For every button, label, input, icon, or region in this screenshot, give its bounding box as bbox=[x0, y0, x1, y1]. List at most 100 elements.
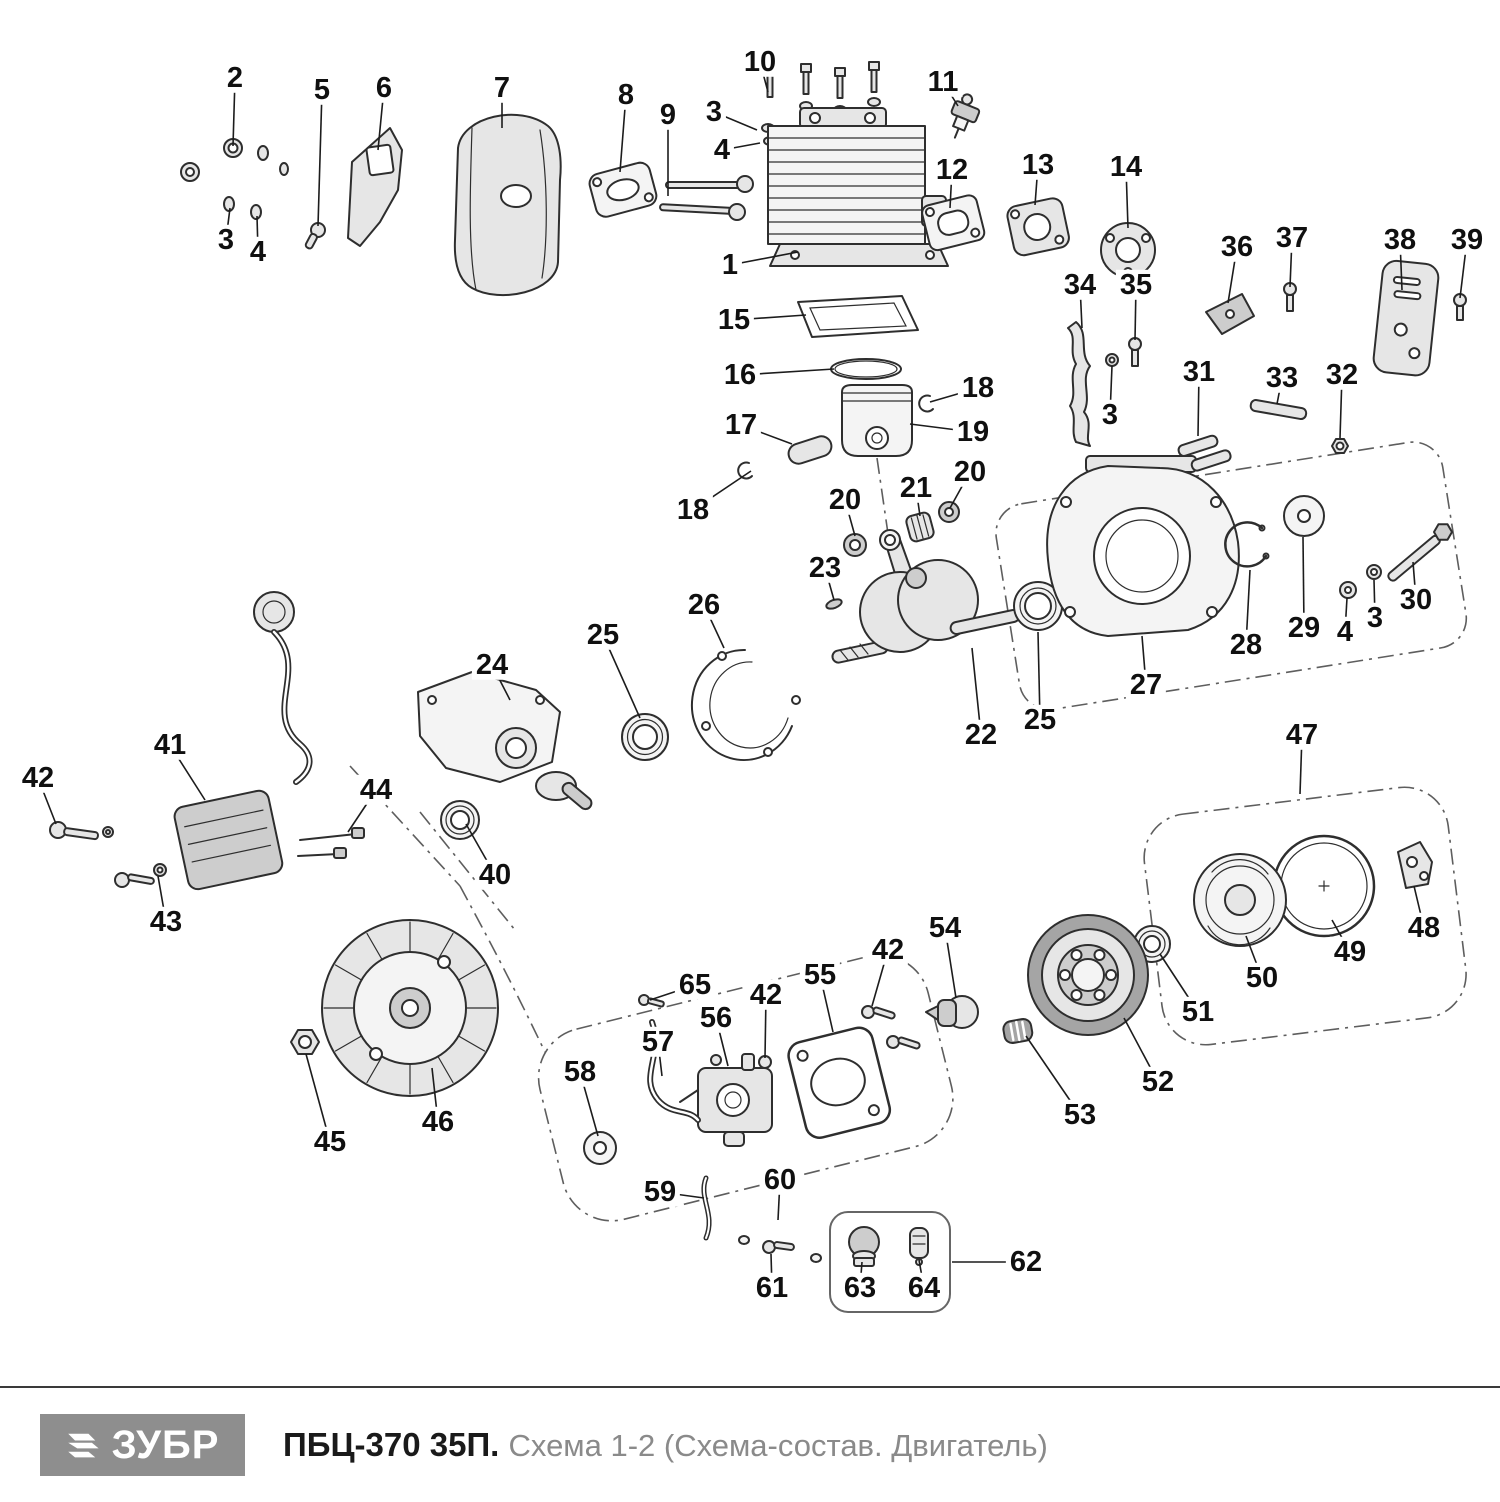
leader-line bbox=[1459, 239, 1468, 299]
leader-line bbox=[859, 1261, 863, 1289]
leader-line bbox=[949, 471, 971, 509]
leader-line bbox=[764, 994, 767, 1059]
muffler-screws bbox=[659, 175, 754, 221]
leader-line bbox=[1123, 1017, 1159, 1083]
baffle-plate bbox=[1067, 321, 1091, 447]
flywheel bbox=[321, 919, 499, 1097]
carb-gasket-55 bbox=[787, 1026, 892, 1139]
crankshaft bbox=[825, 529, 1021, 664]
muffler-gasket bbox=[921, 194, 986, 252]
leader-line bbox=[1412, 561, 1417, 601]
footer: ЗУБР ПБЦ-370 35П. Схема 1-2 (Схема-соста… bbox=[0, 1386, 1500, 1502]
leader-line bbox=[871, 949, 889, 1007]
exhaust-gasket bbox=[588, 161, 658, 218]
leader-line bbox=[739, 368, 835, 376]
circlip-28 bbox=[1224, 521, 1270, 568]
inner-side-plate bbox=[1372, 259, 1440, 377]
bearing-25-left bbox=[621, 713, 669, 761]
clutch-shoes-50 bbox=[1193, 853, 1287, 947]
flywheel-nut bbox=[290, 1029, 320, 1055]
leader-line bbox=[733, 314, 807, 321]
leader-line bbox=[703, 604, 725, 649]
leader-line bbox=[169, 744, 206, 801]
crankcase-gasket bbox=[690, 648, 801, 761]
leader-line bbox=[256, 215, 259, 253]
leader-line bbox=[1299, 734, 1303, 795]
leader-line bbox=[929, 387, 979, 403]
leader-line bbox=[1034, 164, 1039, 206]
leader-line bbox=[619, 94, 627, 173]
fasteners-60 bbox=[738, 1235, 822, 1263]
leader-line bbox=[1227, 246, 1238, 304]
circlips bbox=[737, 394, 934, 480]
leader-line bbox=[232, 77, 236, 147]
worm-gear-54 bbox=[925, 995, 979, 1029]
cylinder bbox=[767, 107, 949, 267]
leader-line bbox=[491, 664, 511, 701]
leader-line bbox=[1245, 569, 1251, 646]
washer-29 bbox=[1283, 495, 1325, 537]
leader-line bbox=[1125, 166, 1129, 229]
schema-subtitle: Схема 1-2 (Схема-состав. Двигатель) bbox=[508, 1428, 1048, 1463]
leader-line bbox=[819, 974, 834, 1033]
leader-line bbox=[740, 424, 793, 445]
leader-line bbox=[1344, 597, 1348, 633]
leader-line bbox=[721, 142, 761, 151]
base-gasket bbox=[797, 295, 919, 338]
piston-pin bbox=[787, 435, 833, 465]
leader-line bbox=[1245, 935, 1263, 979]
leader-line bbox=[649, 984, 696, 1001]
leader-line bbox=[657, 1041, 663, 1077]
leader-line bbox=[377, 87, 385, 151]
leader-line bbox=[579, 1071, 599, 1137]
muffler bbox=[453, 113, 562, 297]
brake-handle bbox=[347, 127, 403, 247]
leader-line bbox=[347, 789, 377, 833]
leader-line bbox=[465, 823, 496, 876]
dowel-pins-31 bbox=[1177, 434, 1232, 472]
zubr-logo: ЗУБР bbox=[40, 1414, 245, 1476]
leader-line bbox=[944, 927, 957, 999]
brand-name: ЗУБР bbox=[111, 1422, 220, 1467]
leader-line bbox=[602, 634, 641, 719]
model-name: ПБЦ-370 35П. bbox=[283, 1426, 500, 1463]
intake-manifold bbox=[1006, 197, 1070, 257]
zubr-logo-icon bbox=[67, 1433, 99, 1458]
nut-32 bbox=[1331, 438, 1349, 454]
leader-line bbox=[305, 1053, 331, 1143]
leader-line bbox=[1197, 371, 1200, 437]
leader-line bbox=[1373, 579, 1376, 619]
leader-line bbox=[713, 111, 758, 131]
needle-cage-53 bbox=[1002, 1018, 1034, 1045]
leader-line bbox=[1413, 885, 1425, 929]
leader-line bbox=[759, 61, 769, 93]
leader-line bbox=[157, 875, 167, 923]
primer-kit-box bbox=[829, 1211, 951, 1313]
screw-39 bbox=[1453, 293, 1467, 321]
screw-42-left bbox=[49, 821, 114, 841]
ignition-coil bbox=[173, 591, 365, 891]
piston bbox=[841, 384, 913, 457]
leader-line bbox=[1276, 377, 1283, 405]
stud-33 bbox=[1249, 399, 1308, 421]
leader-line bbox=[317, 89, 323, 227]
leader-line bbox=[918, 1259, 925, 1289]
crankcase bbox=[1046, 455, 1240, 637]
carburetor bbox=[679, 1053, 773, 1147]
leader-line bbox=[1302, 536, 1305, 629]
leader-line bbox=[729, 251, 799, 266]
spark-plug bbox=[950, 93, 981, 139]
leader-line bbox=[909, 423, 974, 433]
leader-line bbox=[692, 470, 752, 511]
leader-line bbox=[1079, 284, 1083, 329]
leader-line bbox=[770, 1253, 773, 1289]
screw-65 bbox=[638, 994, 665, 1008]
leader-line bbox=[1289, 237, 1293, 288]
leader-line bbox=[431, 1067, 439, 1123]
leader-line bbox=[844, 499, 856, 537]
chain-catcher bbox=[1205, 293, 1255, 335]
bearing-25-right bbox=[1013, 581, 1063, 631]
